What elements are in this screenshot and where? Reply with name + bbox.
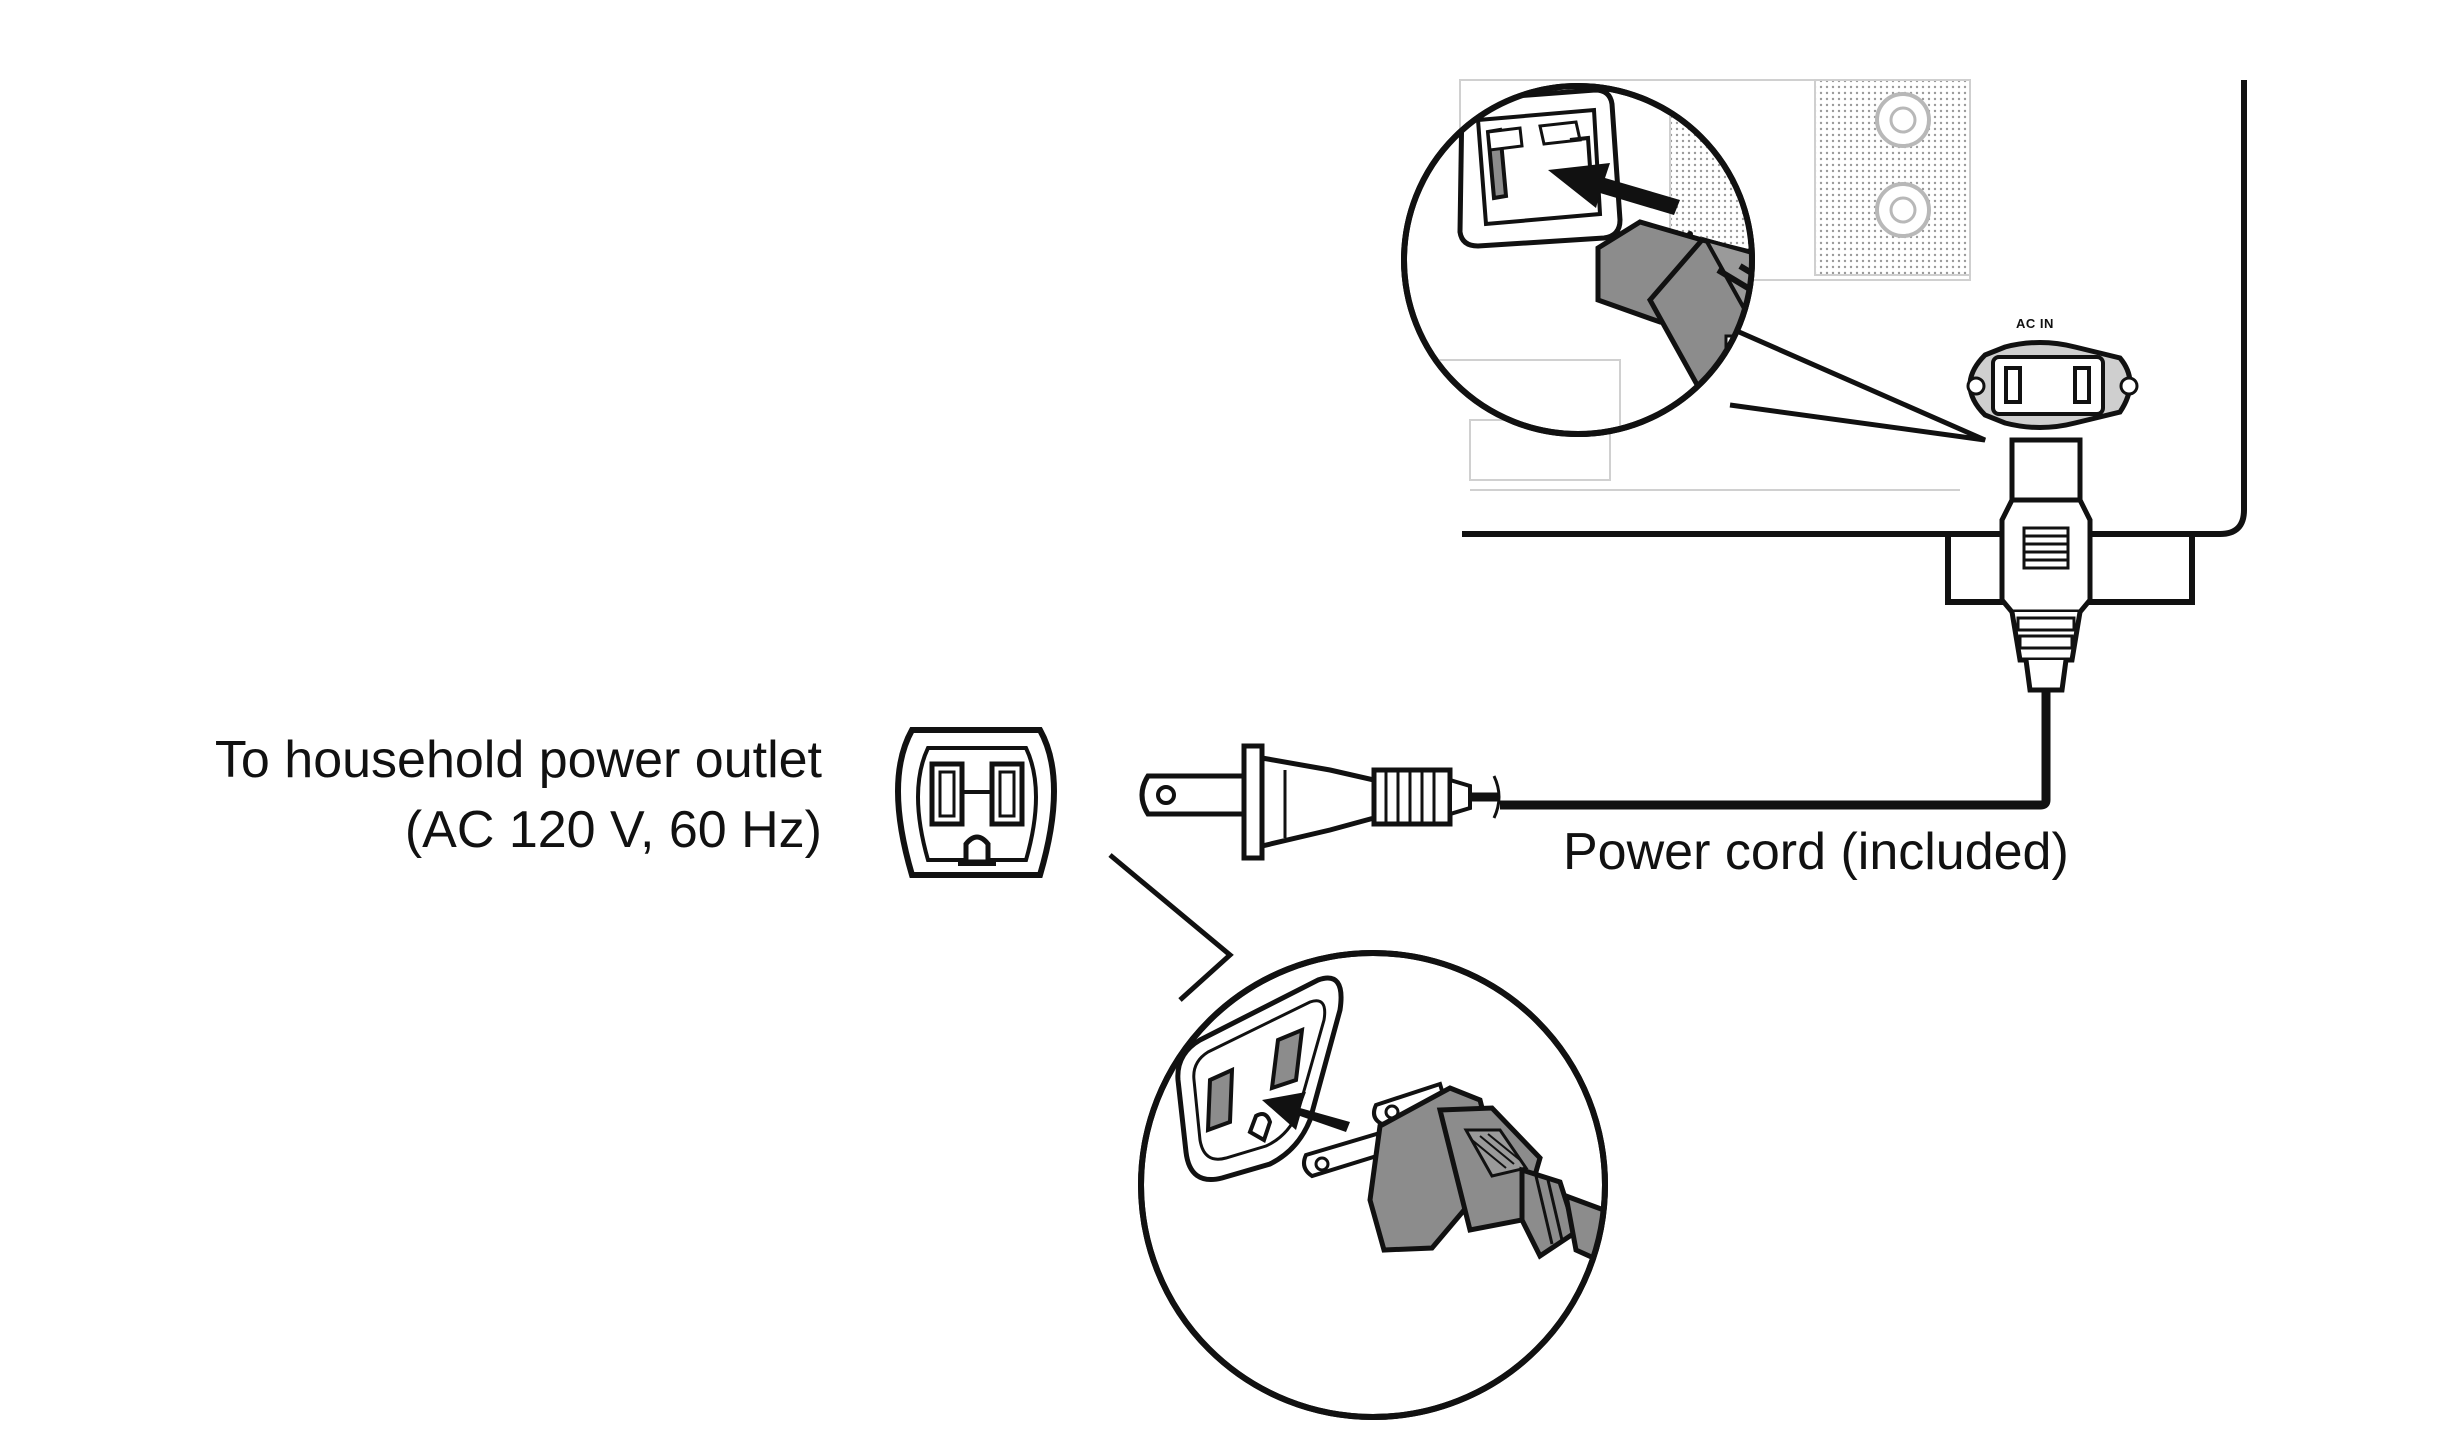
outlet-label-line-2: (AC 120 V, 60 Hz): [404, 801, 822, 859]
iec-insertion-magnifier: [1401, 83, 1987, 443]
ac-in-label: AC IN: [2016, 316, 2054, 331]
ac-in-inlet: [1966, 340, 2139, 430]
outlet-insertion-magnifier: [1108, 853, 1608, 1420]
power-cord-label: Power cord (included): [1563, 823, 2069, 881]
insert-arrow-icon: [1548, 163, 1680, 215]
two-prong-plug-icon: [1139, 743, 1501, 861]
device-rear-panel: [1459, 79, 2247, 693]
outlet-label-line-1: To household power outlet: [214, 731, 822, 789]
iec-connector-plugged: [1999, 437, 2093, 693]
power-cord-line: [1500, 690, 2051, 810]
us-wall-outlet-icon: [895, 727, 1057, 878]
